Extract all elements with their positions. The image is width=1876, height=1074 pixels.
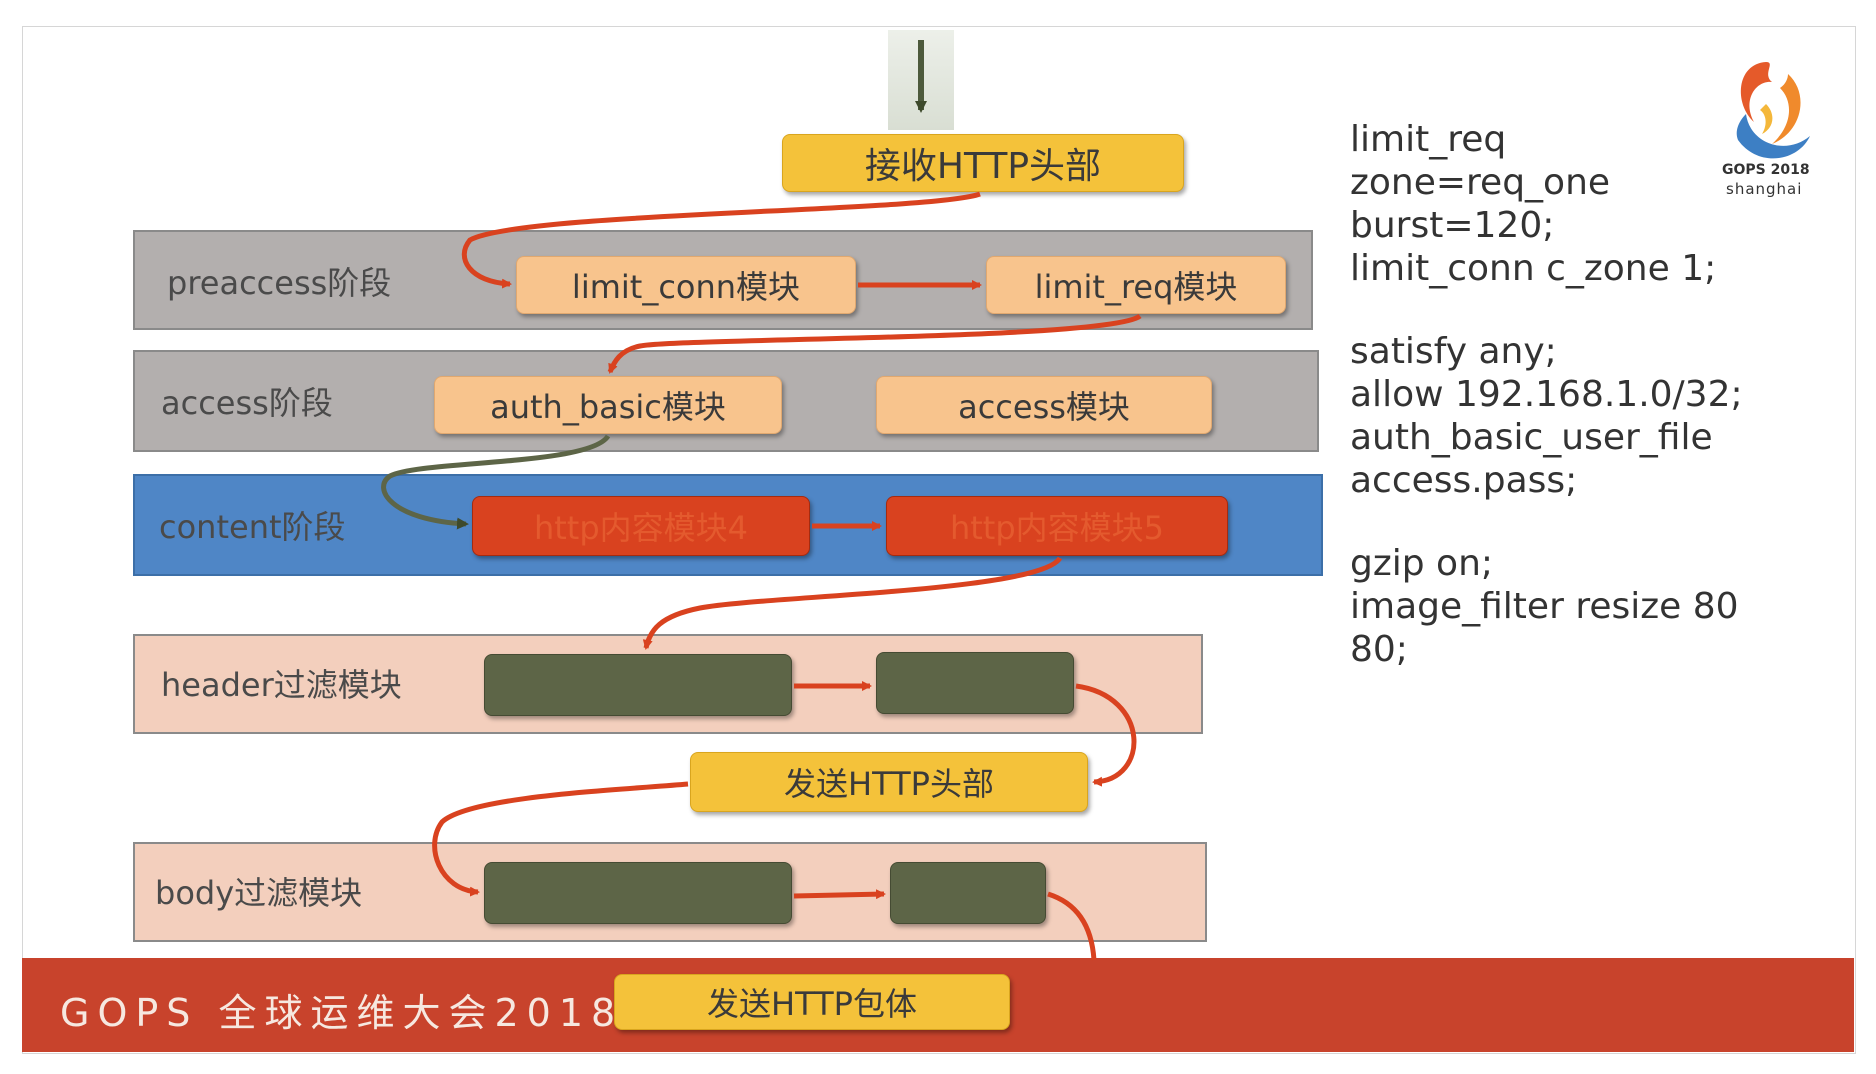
config-line: burst=120;: [1350, 205, 1555, 246]
config-line: [1350, 502, 1743, 542]
http-content-module-4: http内容模块4: [472, 496, 810, 556]
band-label: body过滤模块: [155, 874, 363, 912]
logo-line-2: shanghai: [1726, 180, 1803, 198]
config-line: auth_basic_user_file: [1350, 417, 1713, 458]
config-line: gzip on;: [1350, 543, 1494, 584]
body-filter-module-1: [484, 862, 792, 924]
limit-req-module: limit_req模块: [986, 256, 1286, 314]
arrow-header-filter-to-send-header: [1075, 683, 1137, 787]
config-line: 80;: [1350, 629, 1408, 670]
http-content-module-5: http内容模块5: [886, 496, 1228, 556]
receive-http-header-box: 接收HTTP头部: [782, 134, 1184, 192]
access-module: access模块: [876, 376, 1212, 434]
limit-conn-module: limit_conn模块: [516, 256, 856, 314]
config-directives: limit_req zone=req_one burst=120; limit_…: [1350, 118, 1743, 671]
body-filter-module-2: [890, 862, 1046, 924]
band-label: preaccess阶段: [167, 264, 392, 302]
arrow-body-filter-to-send-body: [1047, 891, 1097, 961]
header-filter-module-2: [876, 652, 1074, 714]
band-label: content阶段: [159, 508, 346, 546]
footer-text: GOPS 全球运维大会2018·上: [60, 991, 690, 1035]
arrow-auth-basic-to-content: [381, 434, 611, 530]
arrow-body-filter-1-to-2: [793, 889, 886, 900]
band-label: header过滤模块: [161, 666, 402, 704]
send-http-body-box: 发送HTTP包体: [614, 974, 1010, 1030]
header-filter-module-1: [484, 654, 792, 716]
arrow-send-header-to-body-filter: [432, 781, 689, 897]
config-line: allow 192.168.1.0/32;: [1350, 374, 1743, 415]
gops-flame-logo: [1736, 62, 1810, 159]
footer-bar: GOPS 全球运维大会2018·上: [22, 958, 1854, 1052]
arrow-limit-req-to-auth-basic: [607, 313, 1142, 374]
config-line: zone=req_one: [1350, 162, 1611, 203]
arrow-content5-to-header-filter: [642, 556, 1063, 650]
config-line: limit_conn c_zone 1;: [1350, 248, 1717, 289]
send-http-header-box: 发送HTTP头部: [690, 752, 1088, 812]
config-line: image_filter resize 80: [1350, 586, 1739, 627]
config-line: access.pass;: [1350, 460, 1578, 501]
band-label: access阶段: [161, 384, 333, 422]
config-line: limit_req: [1350, 119, 1507, 160]
config-line: satisfy any;: [1350, 331, 1557, 372]
logo-line-1: GOPS 2018: [1722, 162, 1810, 178]
arrow-header-to-limit-conn: [461, 191, 981, 289]
auth-basic-module: auth_basic模块: [434, 376, 782, 434]
config-line: [1350, 290, 1743, 330]
